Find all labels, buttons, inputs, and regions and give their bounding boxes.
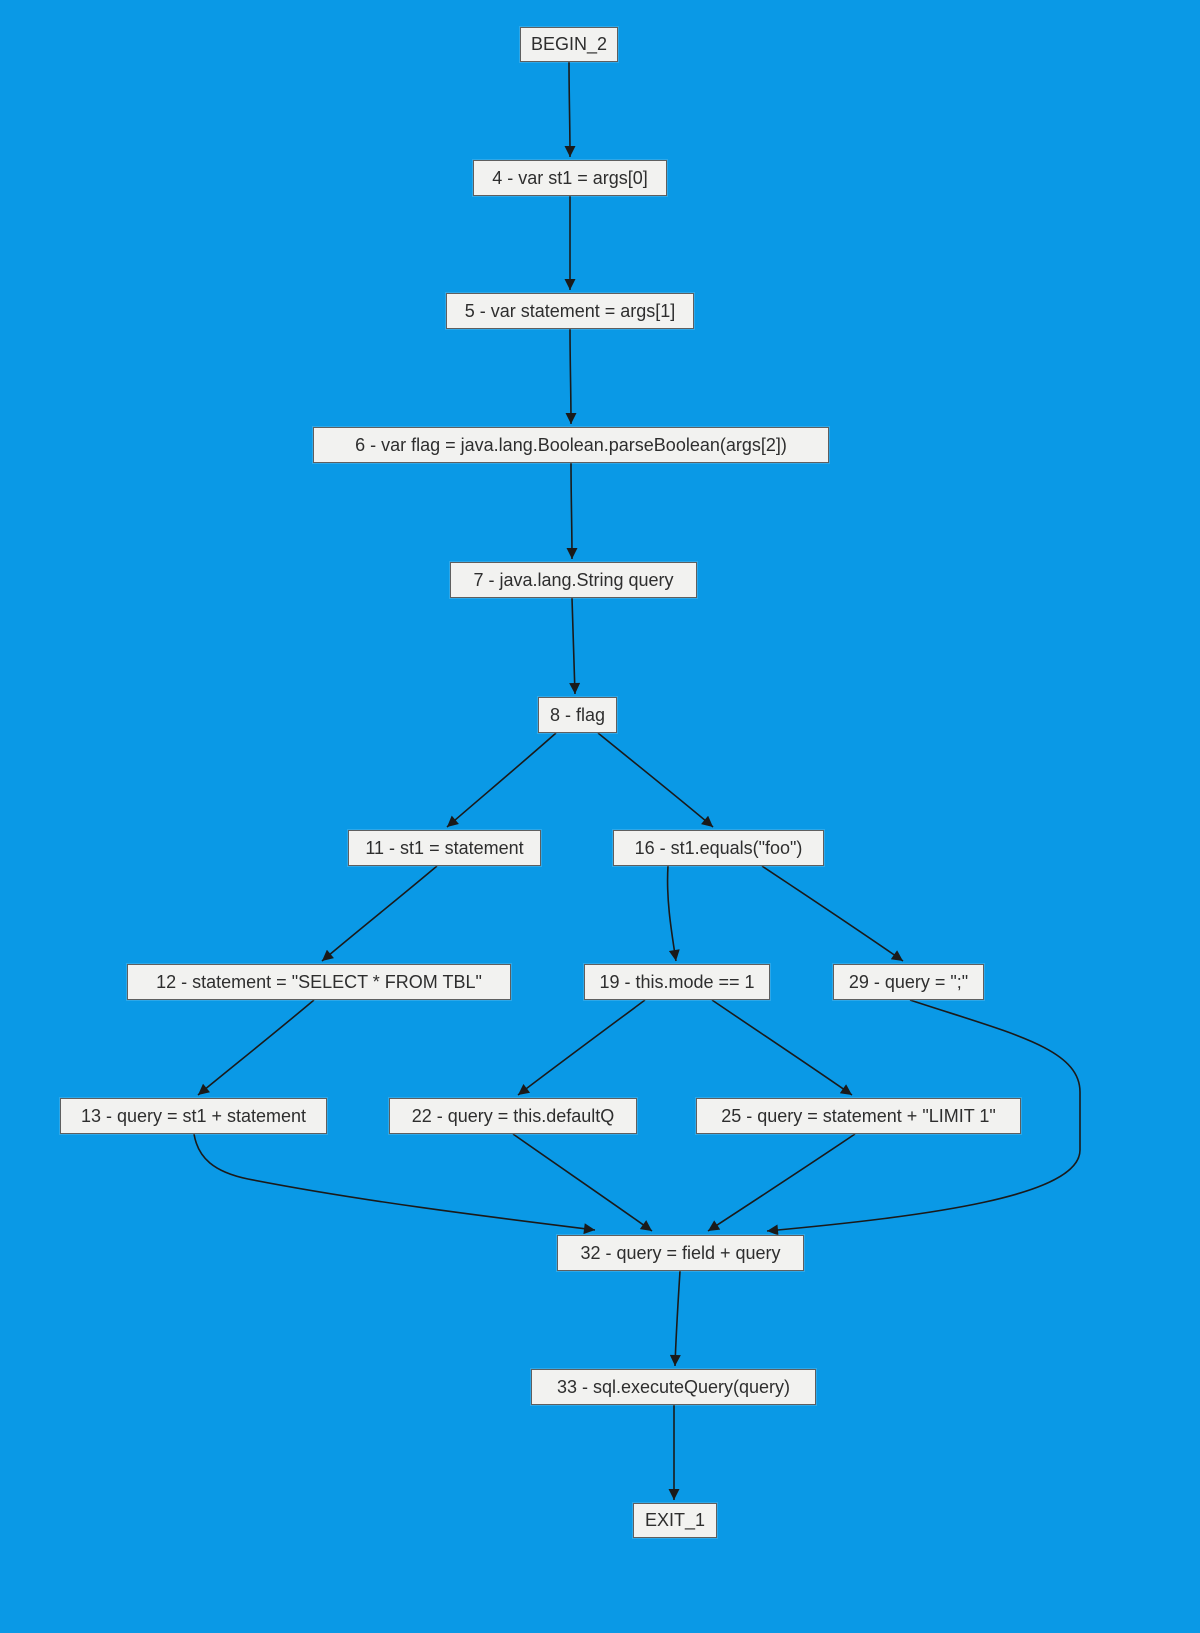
- edge-7-8: [569, 597, 581, 695]
- node-11[interactable]: 11 - st1 = statement: [348, 830, 541, 866]
- edge-22-32: [512, 1133, 653, 1232]
- node-7[interactable]: 7 - java.lang.String query: [450, 562, 697, 598]
- node-13[interactable]: 13 - query = st1 + statement: [60, 1098, 327, 1134]
- node-29-label: 29 - query = ";": [848, 971, 969, 992]
- node-29[interactable]: 29 - query = ";": [833, 964, 984, 1000]
- edge-32-33: [669, 1270, 681, 1367]
- edge-16-29: [761, 865, 904, 962]
- edge-6-7: [566, 462, 578, 560]
- node-11-label: 11 - st1 = statement: [365, 837, 524, 858]
- node-5-label: 5 - var statement = args[1]: [464, 300, 676, 321]
- edge-25-32: [707, 1133, 856, 1232]
- node-7-label: 7 - java.lang.String query: [473, 569, 674, 590]
- node-32[interactable]: 32 - query = field + query: [557, 1235, 804, 1271]
- edge-19-22: [517, 999, 646, 1096]
- node-22[interactable]: 22 - query = this.defaultQ: [389, 1098, 637, 1134]
- edge-BEGIN_2-4: [564, 61, 576, 158]
- node-begin-2-label: BEGIN_2: [530, 34, 608, 54]
- node-16-label: 16 - st1.equals("foo"): [634, 837, 803, 858]
- node-33[interactable]: 33 - sql.executeQuery(query): [531, 1369, 816, 1405]
- node-19-label: 19 - this.mode == 1: [599, 971, 755, 992]
- edge-11-12: [321, 865, 438, 962]
- edge-5-6: [565, 328, 577, 425]
- node-4[interactable]: 4 - var st1 = args[0]: [473, 160, 667, 196]
- node-12-label: 12 - statement = "SELECT * FROM TBL": [156, 971, 482, 992]
- edge-13-32: [193, 1133, 596, 1235]
- node-5[interactable]: 5 - var statement = args[1]: [446, 293, 694, 329]
- node-19[interactable]: 19 - this.mode == 1: [584, 964, 770, 1000]
- node-12[interactable]: 12 - statement = "SELECT * FROM TBL": [127, 964, 511, 1000]
- node-33-label: 33 - sql.executeQuery(query): [556, 1376, 791, 1397]
- edge-19-25: [711, 999, 853, 1096]
- node-6-label: 6 - var flag = java.lang.Boolean.parseBo…: [355, 434, 787, 455]
- node-exit-1-label: EXIT_1: [644, 1510, 706, 1530]
- node-22-label: 22 - query = this.defaultQ: [411, 1105, 615, 1126]
- node-4-label: 4 - var st1 = args[0]: [492, 167, 648, 188]
- node-25-label: 25 - query = statement + "LIMIT 1": [721, 1105, 996, 1126]
- node-6[interactable]: 6 - var flag = java.lang.Boolean.parseBo…: [313, 427, 829, 463]
- node-32-label: 32 - query = field + query: [580, 1242, 781, 1263]
- edge-16-19: [666, 865, 680, 962]
- node-8-label: 8 - flag: [549, 704, 606, 725]
- node-8[interactable]: 8 - flag: [538, 697, 617, 733]
- node-exit-1[interactable]: EXIT_1: [633, 1503, 717, 1538]
- node-16[interactable]: 16 - st1.equals("foo"): [613, 830, 824, 866]
- edge-8-16: [597, 732, 714, 828]
- node-begin-2[interactable]: BEGIN_2: [520, 27, 618, 62]
- edge-8-11: [446, 732, 557, 828]
- node-25[interactable]: 25 - query = statement + "LIMIT 1": [696, 1098, 1021, 1134]
- node-13-label: 13 - query = st1 + statement: [80, 1105, 307, 1126]
- edge-12-13: [197, 999, 315, 1096]
